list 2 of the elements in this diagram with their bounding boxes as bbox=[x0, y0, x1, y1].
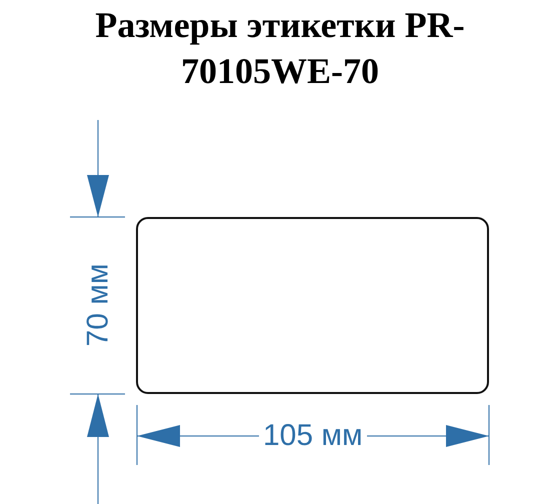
title: Размеры этикетки PR-70105WE-70 bbox=[94, 4, 466, 93]
label-outline bbox=[136, 217, 489, 394]
